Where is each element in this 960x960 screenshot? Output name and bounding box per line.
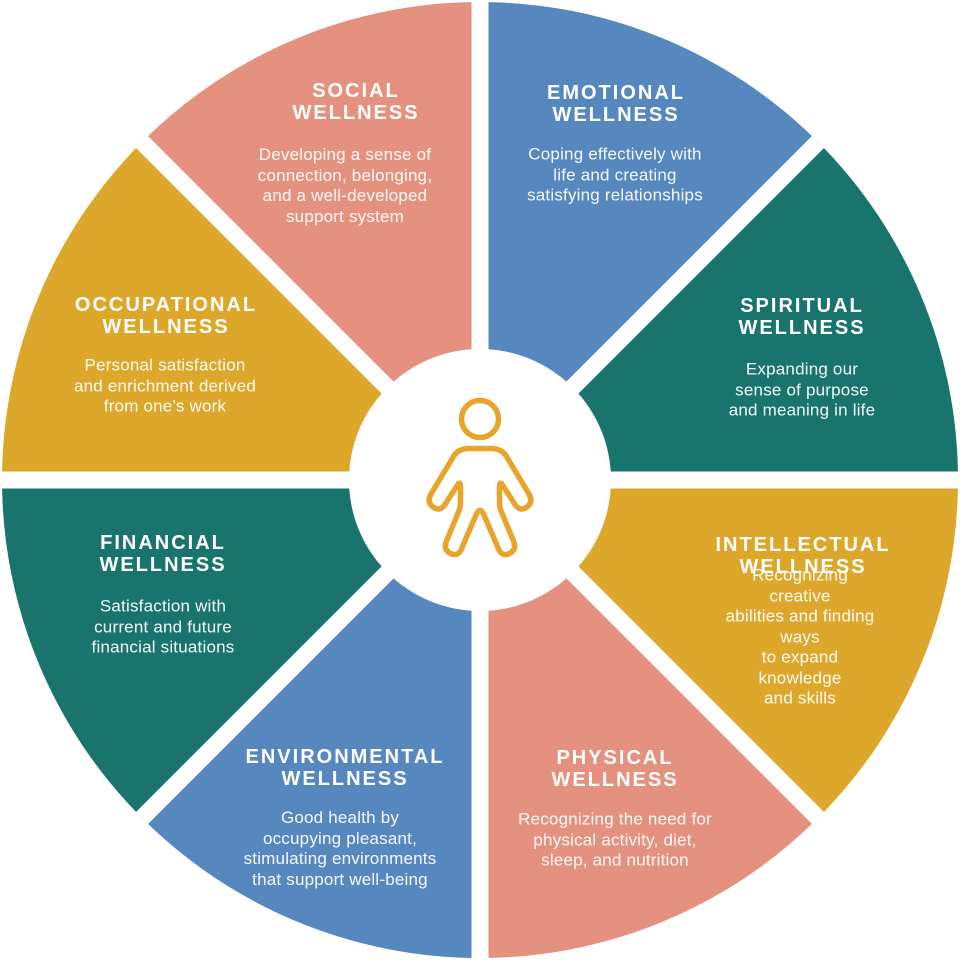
financial-wellness-description: Satisfaction with current and future fin… [91,596,235,657]
segment-physical-wellness [480,480,818,958]
segment-environmental-wellness [142,480,480,958]
social-wellness-description: Developing a sense of connection, belong… [257,145,433,226]
segment-social-wellness [142,2,480,480]
segment-intellectual-wellness [480,480,958,818]
segment-occupational-wellness [2,142,480,480]
social-wellness-title: SOCIAL WELLNESS [292,80,420,124]
physical-wellness-title: PHYSICAL WELLNESS [551,747,679,791]
spiritual-wellness-description: Expanding our sense of purpose and meani… [728,359,876,420]
environmental-wellness-description: Good health by occupying pleasant, stimu… [243,808,437,889]
environmental-wellness-title: ENVIRONMENTAL WELLNESS [245,746,445,790]
emotional-wellness-title: EMOTIONAL WELLNESS [547,82,685,126]
occupational-wellness-description: Personal satisfaction and enrichment der… [73,355,257,416]
emotional-wellness-description: Coping effectively with life and creatin… [527,144,703,205]
center-hub-circle [349,349,611,611]
segment-emotional-wellness [480,2,818,480]
financial-wellness-title: FINANCIAL WELLNESS [99,532,227,576]
occupational-wellness-title: OCCUPATIONAL WELLNESS [74,294,258,338]
spiritual-wellness-title: SPIRITUAL WELLNESS [738,295,866,339]
segment-financial-wellness [2,480,480,818]
intellectual-wellness-title: INTELLECTUAL WELLNESS [715,534,891,578]
person-icon [426,397,534,558]
physical-wellness-description: Recognizing the need for physical activi… [518,809,712,870]
segment-spiritual-wellness [480,142,958,480]
intellectual-wellness-description: Recognizing creative abilities and findi… [725,565,875,708]
